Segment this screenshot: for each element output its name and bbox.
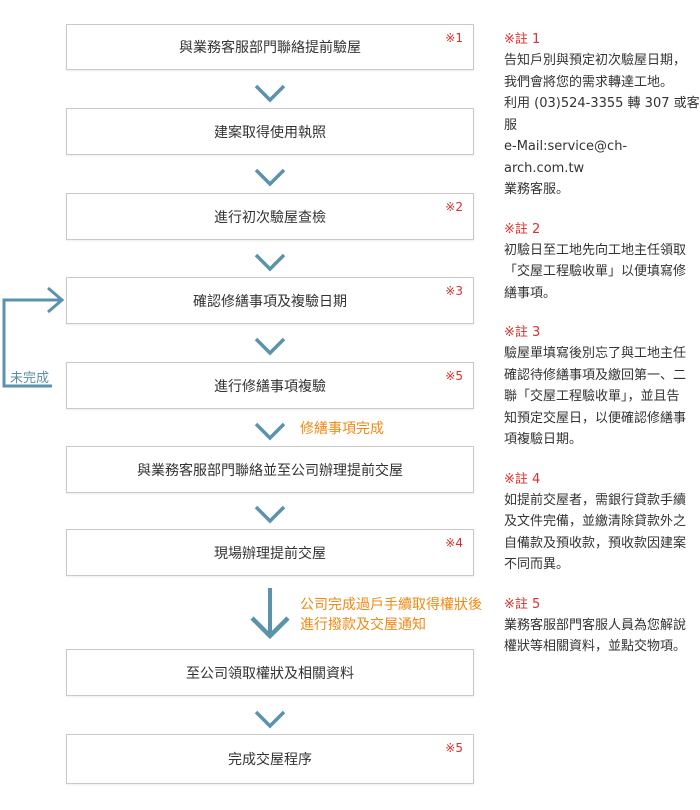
step-repair-reinspection: 進行修繕事項複驗 ※5 bbox=[66, 362, 474, 409]
note-mark: ※5 bbox=[445, 741, 463, 755]
note-mark: ※4 bbox=[445, 536, 463, 550]
note-1: ※註 1 告知戶別與預定初次驗屋日期， 我們會將您的需求轉達工地。 利用 (03… bbox=[504, 30, 700, 201]
note-body: 告知戶別與預定初次驗屋日期， 我們會將您的需求轉達工地。 利用 (03)524-… bbox=[504, 53, 700, 197]
note-5: ※註 5 業務客服部門客服人員為您解說 權狀等相關資料，並點交物項。 bbox=[504, 595, 700, 658]
note-body: 驗屋單填寫後別忘了與工地主任 確認待修繕事項及繳回第一、二 聯「交屋工程驗收單」… bbox=[504, 346, 687, 447]
note-body: 如提前交屋者，需銀行貸款手續 及文件完備，並繳清除貸款外之 自備款及預收款，預收… bbox=[504, 492, 687, 573]
step-complete-handover: 完成交屋程序 ※5 bbox=[66, 734, 474, 784]
step-label: 完成交屋程序 bbox=[228, 752, 312, 768]
step-early-handover-office: 與業務客服部門聯絡並至公司辦理提前交屋 bbox=[66, 446, 474, 493]
note-body: 初驗日至工地先向工地主任領取 「交屋工程驗收單」以便填寫修 繕事項。 bbox=[504, 242, 687, 301]
chevron-down-icon bbox=[254, 168, 286, 187]
note-2: ※註 2 初驗日至工地先向工地主任領取 「交屋工程驗收單」以便填寫修 繕事項。 bbox=[504, 220, 700, 305]
chevron-down-icon bbox=[254, 84, 286, 103]
transition-company-notice-line2: 進行撥款及交屋通知 bbox=[300, 617, 426, 633]
step-label: 確認修繕事項及複驗日期 bbox=[193, 293, 347, 310]
step-label: 現場辦理提前交屋 bbox=[214, 545, 326, 562]
step-usage-license: 建案取得使用執照 bbox=[66, 108, 474, 155]
note-4: ※註 4 如提前交屋者，需銀行貸款手續 及文件完備，並繳清除貸款外之 自備款及預… bbox=[504, 470, 700, 576]
chevron-down-icon bbox=[254, 253, 286, 272]
transition-repair-done: 修繕事項完成 bbox=[300, 421, 384, 437]
note-title: ※註 5 bbox=[504, 596, 541, 612]
step-label: 進行初次驗屋查檢 bbox=[214, 209, 326, 226]
step-confirm-repairs: 確認修繕事項及複驗日期 ※3 bbox=[66, 277, 474, 324]
note-3: ※註 3 驗屋單填寫後別忘了與工地主任 確認待修繕事項及繳回第一、二 聯「交屋工… bbox=[504, 323, 700, 451]
transition-company-notice-line1: 公司完成過戶手續取得權狀後 bbox=[300, 597, 482, 613]
step-label: 與業務客服部門聯絡並至公司辦理提前交屋 bbox=[137, 462, 403, 479]
step-contact-early-inspection: 與業務客服部門聯絡提前驗屋 ※1 bbox=[66, 24, 474, 70]
step-initial-inspection: 進行初次驗屋查檢 ※2 bbox=[66, 193, 474, 240]
chevron-down-icon bbox=[254, 422, 286, 441]
notes-panel: ※註 1 告知戶別與預定初次驗屋日期， 我們會將您的需求轉達工地。 利用 (03… bbox=[504, 30, 700, 677]
chevron-down-icon bbox=[254, 710, 286, 729]
step-label: 與業務客服部門聯絡提前驗屋 bbox=[179, 40, 361, 56]
step-label: 進行修繕事項複驗 bbox=[214, 378, 326, 395]
note-title: ※註 3 bbox=[504, 325, 541, 340]
note-body: 業務客服部門客服人員為您解說 權狀等相關資料，並點交物項。 bbox=[504, 617, 687, 655]
note-mark: ※1 bbox=[445, 31, 463, 45]
note-title: ※註 4 bbox=[504, 471, 541, 487]
step-label: 建案取得使用執照 bbox=[214, 124, 326, 141]
loop-back-arrow-icon bbox=[2, 286, 65, 388]
loop-label-not-done: 未完成 bbox=[10, 371, 50, 386]
step-label: 至公司領取權狀及相關資料 bbox=[186, 665, 354, 682]
note-title: ※註 1 bbox=[504, 32, 541, 47]
step-onsite-handover: 現場辦理提前交屋 ※4 bbox=[66, 529, 474, 576]
long-down-arrow-icon bbox=[250, 588, 290, 640]
chevron-down-icon bbox=[254, 505, 286, 524]
note-title: ※註 2 bbox=[504, 221, 541, 237]
step-collect-title-deed: 至公司領取權狀及相關資料 bbox=[66, 649, 474, 696]
note-mark: ※5 bbox=[445, 369, 463, 383]
chevron-down-icon bbox=[254, 337, 286, 356]
note-mark: ※3 bbox=[445, 284, 463, 298]
note-mark: ※2 bbox=[445, 200, 463, 214]
